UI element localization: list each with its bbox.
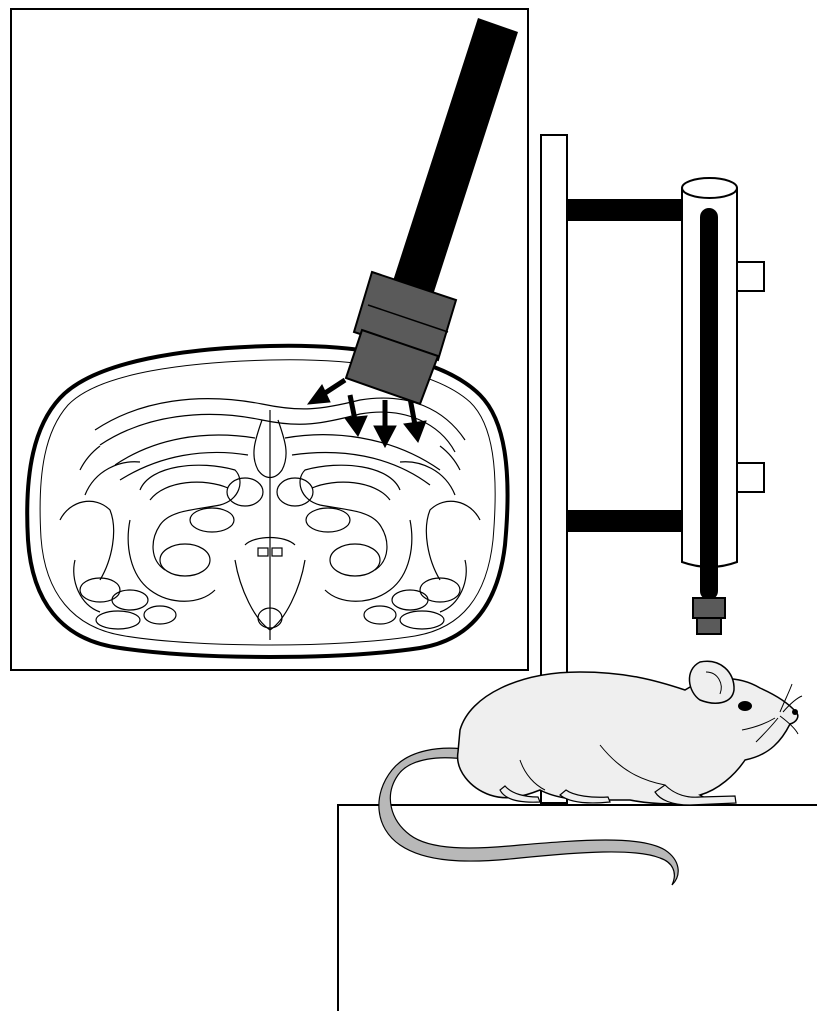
fiber-connector [693, 598, 725, 618]
mouse-nose [792, 709, 798, 715]
lower-tube-tab [737, 463, 764, 492]
lower-clamp-bar [567, 510, 685, 532]
mouse-eye [738, 701, 752, 711]
tube-top-opening [682, 178, 737, 198]
mouse-ear [689, 661, 734, 703]
optical-fiber [700, 208, 718, 600]
fiber-tube [682, 178, 764, 634]
mouse-body [458, 672, 798, 804]
upper-clamp-bar [567, 199, 685, 221]
brain-section-panel [11, 9, 528, 670]
upper-tube-tab [737, 262, 764, 291]
mouse [379, 661, 802, 885]
fiber-tip [697, 618, 721, 634]
brain-outline [27, 346, 507, 657]
